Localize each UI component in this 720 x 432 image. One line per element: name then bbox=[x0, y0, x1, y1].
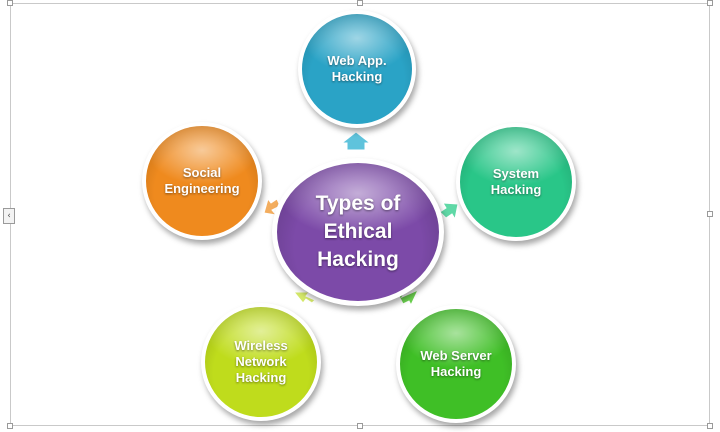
node-label: Web App. Hacking bbox=[327, 53, 386, 85]
connector-arrow-webapp bbox=[340, 131, 372, 151]
node-label: Social Engineering bbox=[164, 165, 239, 197]
node-label-line: Web App. bbox=[327, 53, 387, 68]
resize-handle-top-left[interactable] bbox=[7, 0, 13, 6]
node-label-line: Wireless bbox=[234, 338, 288, 353]
node-label-line: Hacking bbox=[235, 370, 287, 385]
node-center-types-of-ethical-hacking: Types of Ethical Hacking bbox=[272, 158, 444, 306]
node-label: Web Server Hacking bbox=[420, 348, 491, 380]
node-label-line: Hacking bbox=[430, 364, 482, 379]
resize-handle-top-center[interactable] bbox=[357, 0, 363, 6]
node-system-hacking: System Hacking bbox=[456, 123, 576, 241]
chevron-left-icon[interactable]: ‹ bbox=[3, 208, 15, 224]
connector-arrow-wireless bbox=[292, 291, 316, 304]
node-label-line: Web Server bbox=[420, 348, 492, 363]
node-label: Wireless Network Hacking bbox=[234, 338, 287, 386]
resize-handle-top-right[interactable] bbox=[707, 0, 713, 6]
node-label-line: Network bbox=[235, 354, 287, 369]
resize-handle-bottom-left[interactable] bbox=[7, 423, 13, 429]
node-label-line: Engineering bbox=[164, 181, 240, 196]
resize-handle-bottom-right[interactable] bbox=[707, 423, 713, 429]
node-label-line: Hacking bbox=[490, 182, 542, 197]
node-web-server-hacking: Web Server Hacking bbox=[396, 305, 516, 423]
connector-arrow-system bbox=[439, 202, 459, 221]
node-web-app-hacking: Web App. Hacking bbox=[298, 10, 416, 128]
node-wireless-network-hacking: Wireless Network Hacking bbox=[201, 303, 321, 421]
node-label-line: Hacking bbox=[331, 69, 383, 84]
resize-handle-right-middle[interactable] bbox=[707, 211, 713, 217]
resize-handle-bottom-center[interactable] bbox=[357, 423, 363, 429]
center-title: Types of Ethical Hacking bbox=[316, 190, 401, 274]
node-label-line: System bbox=[492, 166, 540, 181]
center-title-line: Types of bbox=[315, 192, 401, 215]
center-title-line: Ethical bbox=[323, 220, 393, 243]
node-label: System Hacking bbox=[491, 166, 542, 198]
node-label-line: Social bbox=[182, 165, 222, 180]
node-social-engineering: Social Engineering bbox=[142, 122, 262, 240]
center-title-line: Hacking bbox=[317, 248, 399, 271]
